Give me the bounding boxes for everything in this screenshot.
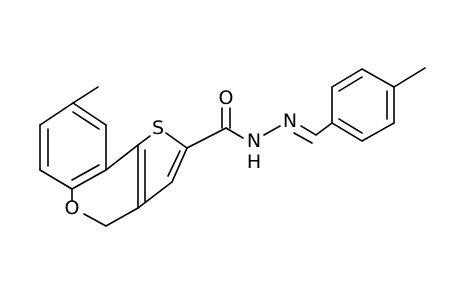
bond — [105, 207, 139, 227]
bond — [361, 68, 395, 88]
bonds — [39, 67, 426, 227]
bond — [72, 86, 99, 104]
bond — [315, 122, 333, 136]
bond — [293, 132, 313, 144]
bond — [137, 181, 173, 209]
bond — [338, 76, 363, 92]
bond — [263, 125, 281, 136]
bond — [167, 150, 181, 177]
bond — [361, 122, 395, 142]
bond — [39, 102, 74, 126]
amide-hydrogen-atom-label: H — [247, 151, 261, 173]
bond — [331, 68, 363, 88]
bond — [137, 135, 151, 146]
bond — [331, 122, 363, 142]
bond — [165, 132, 188, 149]
bond — [300, 125, 317, 136]
bond — [186, 127, 227, 149]
atom-labels: S O O N H N — [65, 87, 298, 219]
bond — [39, 169, 73, 190]
bond — [105, 144, 139, 171]
bond — [83, 213, 107, 227]
bond — [225, 127, 244, 139]
bond — [71, 169, 107, 190]
sulfur-atom-label: S — [152, 117, 164, 139]
bond — [338, 118, 363, 134]
bond — [393, 67, 426, 88]
bond — [71, 164, 100, 181]
bond — [72, 102, 107, 126]
ring-oxygen-atom-label: O — [65, 197, 80, 219]
bond — [171, 147, 188, 183]
bond — [72, 111, 100, 130]
carbonyl-oxygen-atom-label: O — [219, 87, 234, 109]
amide-nitrogen-atom-label: N — [247, 130, 261, 152]
imine-nitrogen-atom-label: N — [283, 110, 297, 132]
